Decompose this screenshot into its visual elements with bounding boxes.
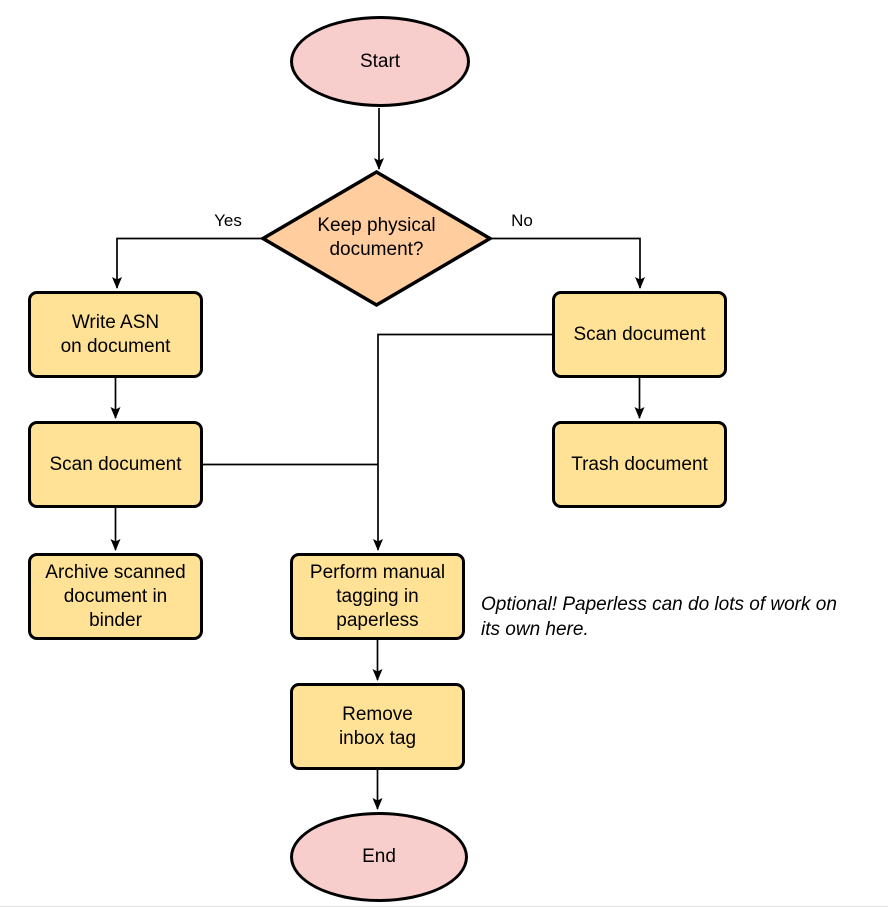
archive-document-node: Archive scanned document in binder	[28, 553, 203, 640]
edge-decision-yes	[112, 237, 263, 289]
edge-decision-no	[490, 237, 645, 289]
scan-document-right-node: Scan document	[552, 291, 727, 378]
edge-scanright-to-perform	[373, 333, 552, 551]
edge-label-no: No	[511, 211, 533, 230]
edge-label-yes: Yes	[214, 211, 242, 230]
optional-annotation-text: Optional! Paperless can do lots of work …	[481, 594, 837, 640]
scan-document-left-node: Scan document	[28, 421, 203, 508]
end-node: End	[290, 812, 468, 902]
remove-inbox-tag-node: Remove inbox tag	[290, 683, 465, 770]
start-node: Start	[290, 16, 470, 107]
perform-tagging-node: Perform manual tagging in paperless	[290, 553, 465, 640]
decision-node-label: Keep physical document?	[317, 215, 436, 260]
trash-document-node: Trash document	[552, 421, 727, 508]
write-asn-node: Write ASN on document	[28, 291, 203, 378]
